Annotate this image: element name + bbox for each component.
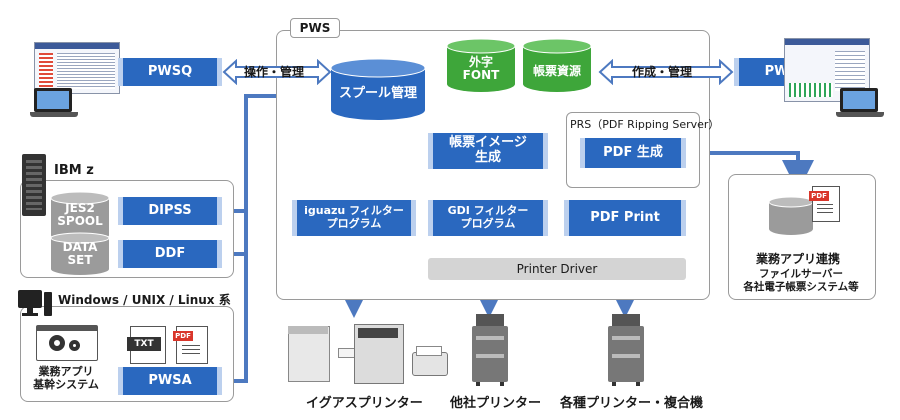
jes2-label: JES2 SPOOL: [57, 201, 103, 229]
dipss-label: DIPSS: [148, 202, 192, 218]
desktop-pc-icon: [18, 290, 52, 324]
ibmz-server-icon: [22, 154, 46, 216]
business-link-label: 業務アプリ連携: [756, 252, 841, 266]
spool-cylinder: [330, 58, 426, 120]
connector-pdfgen-to-link: [686, 151, 814, 192]
forms-image-gen-box: 帳票イメージ 生成: [428, 133, 548, 169]
ibmz-label: IBM z: [54, 163, 94, 178]
iguazu-printer-label: イグアスプリンター: [306, 396, 423, 411]
ddf-box[interactable]: DDF: [118, 240, 222, 268]
pwsa-label: PWSA: [148, 372, 192, 388]
printer-driver-label: Printer Driver: [516, 262, 598, 276]
dataset-cylinder: [50, 232, 110, 275]
various-printer-icon: [608, 314, 644, 386]
various-printer-label: 各種プリンター・複合機: [560, 396, 704, 411]
app-gears-icon: [36, 325, 98, 361]
link-pdf-file-icon: PDF: [809, 186, 840, 222]
spool-label: スプール管理: [338, 86, 417, 101]
iguazu-printer-icon: [288, 318, 448, 388]
pws-title: PWS: [299, 21, 331, 35]
pdf-gen-box: PDF 生成: [580, 138, 686, 168]
printer-driver-bar: Printer Driver: [428, 258, 686, 280]
file-server-label: ファイルサーバー 各社電子帳票システム等: [743, 268, 859, 293]
pdf-print-label: PDF Print: [590, 209, 660, 225]
business-apps-label: 業務アプリ 基幹システム: [33, 365, 99, 391]
gaiji-font-cylinder: [446, 38, 516, 92]
ddf-label: DDF: [154, 245, 186, 261]
file-server-cylinder: [768, 196, 814, 235]
pwsa-box[interactable]: PWSA: [118, 367, 222, 395]
pwsq-label: PWSQ: [147, 63, 193, 79]
txt-file-icon: TXT: [127, 326, 166, 364]
os-label: Windows / UNIX / Linux 系: [58, 293, 231, 307]
forms-resources-label: 帳票資源: [532, 64, 581, 78]
iguazu-filter-box: iguazu フィルター プログラム: [292, 200, 416, 236]
pdf-tag-label-left: PDF: [173, 331, 193, 341]
gaiji-font-label: 外字 FONT: [462, 55, 500, 83]
pwd-laptop-icon: [836, 88, 884, 122]
pdf-file-icon: PDF: [173, 326, 208, 364]
txt-label: TXT: [127, 337, 161, 351]
gdi-filter-label: GDI フィルター プログラム: [447, 204, 529, 230]
jes2-cylinder: [50, 191, 110, 242]
pdf-print-box: PDF Print: [564, 200, 686, 236]
dipss-box[interactable]: DIPSS: [118, 197, 222, 225]
ops-mgmt-label: 操作・管理: [244, 65, 305, 79]
dataset-label: DATA SET: [62, 240, 98, 268]
business-link-panel: [728, 174, 876, 300]
iguazu-filter-label: iguazu フィルター プログラム: [304, 204, 404, 230]
gdi-filter-box: GDI フィルター プログラム: [428, 200, 548, 236]
create-mgmt-double-arrow: [598, 59, 734, 85]
pwsq-monitor-icon: [34, 42, 120, 94]
pwd-monitor-icon: [784, 38, 870, 102]
other-printer-icon: [472, 314, 508, 386]
forms-image-gen-label: 帳票イメージ 生成: [449, 135, 527, 165]
pwsq-laptop-icon: [30, 88, 78, 122]
pdf-tag-label-right: PDF: [809, 191, 829, 201]
pwsq-box[interactable]: PWSQ: [118, 58, 222, 86]
other-printer-label: 他社プリンター: [450, 396, 542, 411]
ops-mgmt-double-arrow: [222, 59, 332, 85]
pdf-gen-label: PDF 生成: [603, 144, 663, 160]
pws-title-tab: PWS: [290, 18, 340, 38]
create-mgmt-label: 作成・管理: [632, 65, 693, 79]
forms-resources-cylinder: [522, 38, 592, 92]
prs-label: PRS（PDF Ripping Server）: [570, 118, 720, 131]
